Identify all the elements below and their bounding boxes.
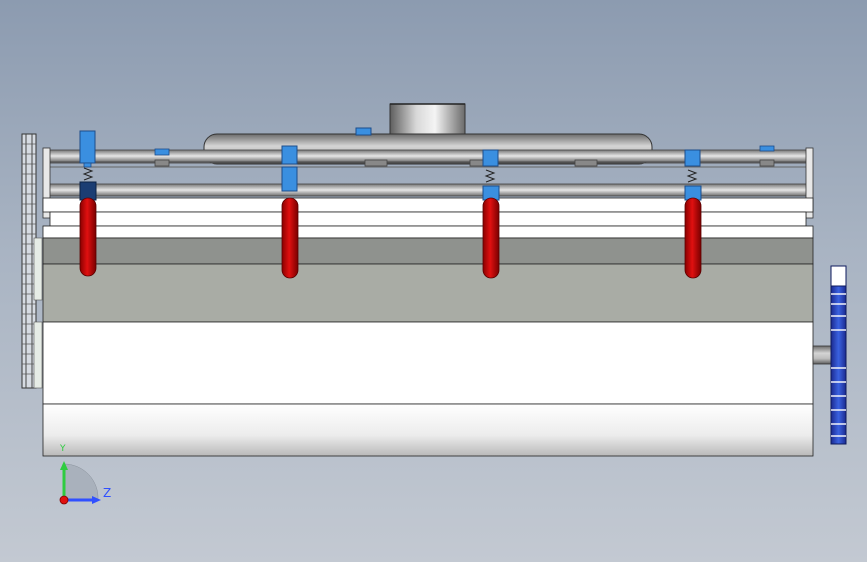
right-gear	[812, 265, 847, 445]
rail-bracket	[574, 159, 598, 167]
rail-bracket	[154, 159, 170, 167]
rail-bracket	[364, 159, 388, 167]
nozzle-assembly-3[interactable]	[482, 149, 500, 279]
coordinate-triad	[59, 461, 101, 505]
nozzle-assembly-1[interactable]	[79, 130, 97, 277]
rail-end-cap-left	[42, 147, 51, 219]
nozzle-assembly-2[interactable]	[281, 145, 299, 279]
rail-end-cap-right	[805, 147, 814, 219]
rail-bracket	[759, 145, 775, 152]
nozzle-assembly-4[interactable]	[684, 149, 702, 279]
manifold-tab	[355, 127, 372, 136]
rail-bracket	[154, 148, 170, 156]
axis-z-label: Z	[103, 486, 112, 500]
axis-y-label: Y	[60, 444, 66, 454]
top-duct	[389, 103, 466, 139]
left-chain-drive	[21, 133, 43, 389]
rail-bracket	[759, 159, 775, 167]
